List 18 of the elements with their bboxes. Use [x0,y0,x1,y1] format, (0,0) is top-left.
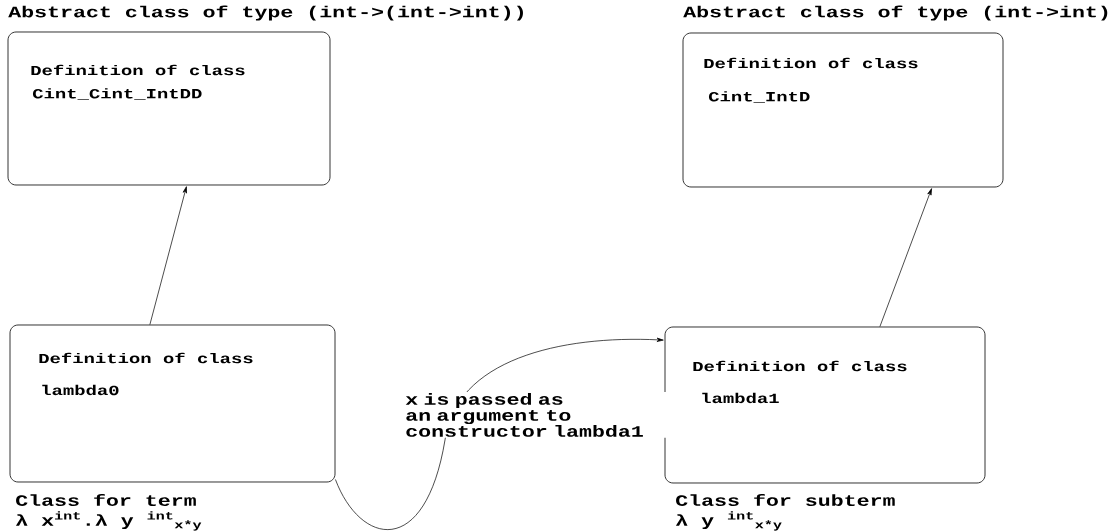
edge-label: x is passed as an argument to constructor lambda1 [404,392,669,438]
arrow [879,188,932,327]
node-label: Class for subterm [676,494,895,506]
arrow [335,337,664,530]
heading: Abstract class of type (int->(int->int)) [8,5,523,21]
class-text: lambda1 [702,392,779,404]
node-label: λ y $^{int}$x*y [675,511,782,531]
class-text: Cint_IntD [708,91,810,103]
class-text: Definition of class [39,352,253,364]
node-label: λ x$^{int}$.λ y $^{int}$x*y [15,511,202,531]
heading: Abstract class of type (int->int) [683,5,1108,21]
arrow [149,186,187,325]
class-text: lambda0 [42,384,119,396]
class-text: Cint_Cint_IntDD [32,88,202,100]
node-label: Class for term [16,494,196,506]
class-text: Definition of class [693,360,907,372]
class-text: Definition of class [704,57,918,69]
class-text: Definition of class [31,64,245,76]
